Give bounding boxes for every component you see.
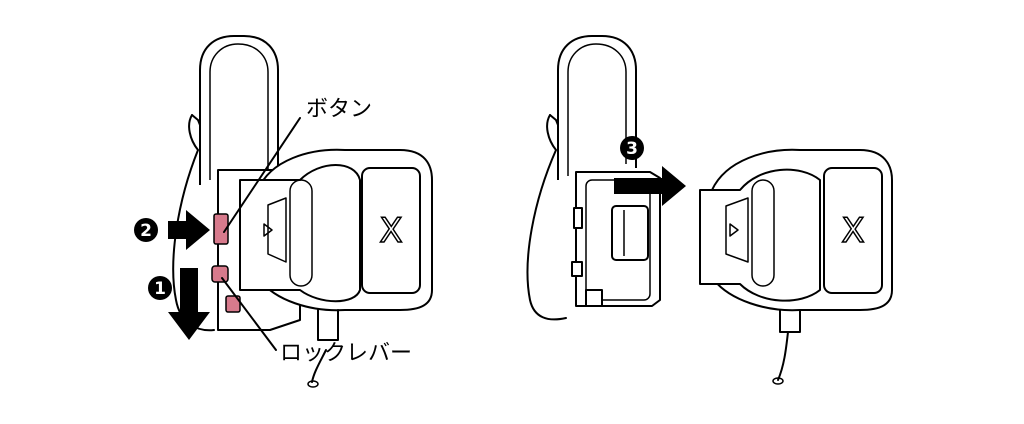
device-logo-panel [823,167,883,294]
play-triangle-icon [729,223,739,237]
device-logo: X [841,211,864,251]
step-number-badge [148,276,172,300]
button-label: ボタン [306,97,372,122]
device-logo: X [379,211,402,251]
step-number-badge [620,136,644,160]
step-3-arrow-right-icon [614,166,686,206]
device-cable [777,309,801,381]
button-leader-line [223,117,301,233]
clip-plate [557,35,637,180]
button-highlight [213,213,229,245]
right-panel-detached: 3 X [526,35,893,385]
clip-strap [526,114,567,321]
step-number-badge [134,218,158,242]
step-3-marker: 3 [620,136,644,160]
step-2-arrow-right-icon [168,210,210,250]
lock-lever-highlight [211,265,229,283]
device-logo-panel [361,167,421,294]
step-number: 2 [140,221,152,241]
lock-lever-lower-highlight [225,295,241,313]
clip-plate [199,35,279,185]
play-triangle-icon [263,223,273,237]
lock-lever-leader-line [221,277,277,351]
step-number: 1 [154,279,166,299]
step-1-marker: 1 [148,276,172,300]
mount-latch [611,205,649,261]
left-panel-attached: X ボタン ロックレバー 2 1 [134,35,433,388]
step-2-marker: 2 [134,218,158,242]
step-1-arrow-down-icon [168,268,210,340]
step-number: 3 [626,139,638,159]
device-cable [311,309,339,383]
lock-lever-label: ロックレバー [280,341,412,366]
